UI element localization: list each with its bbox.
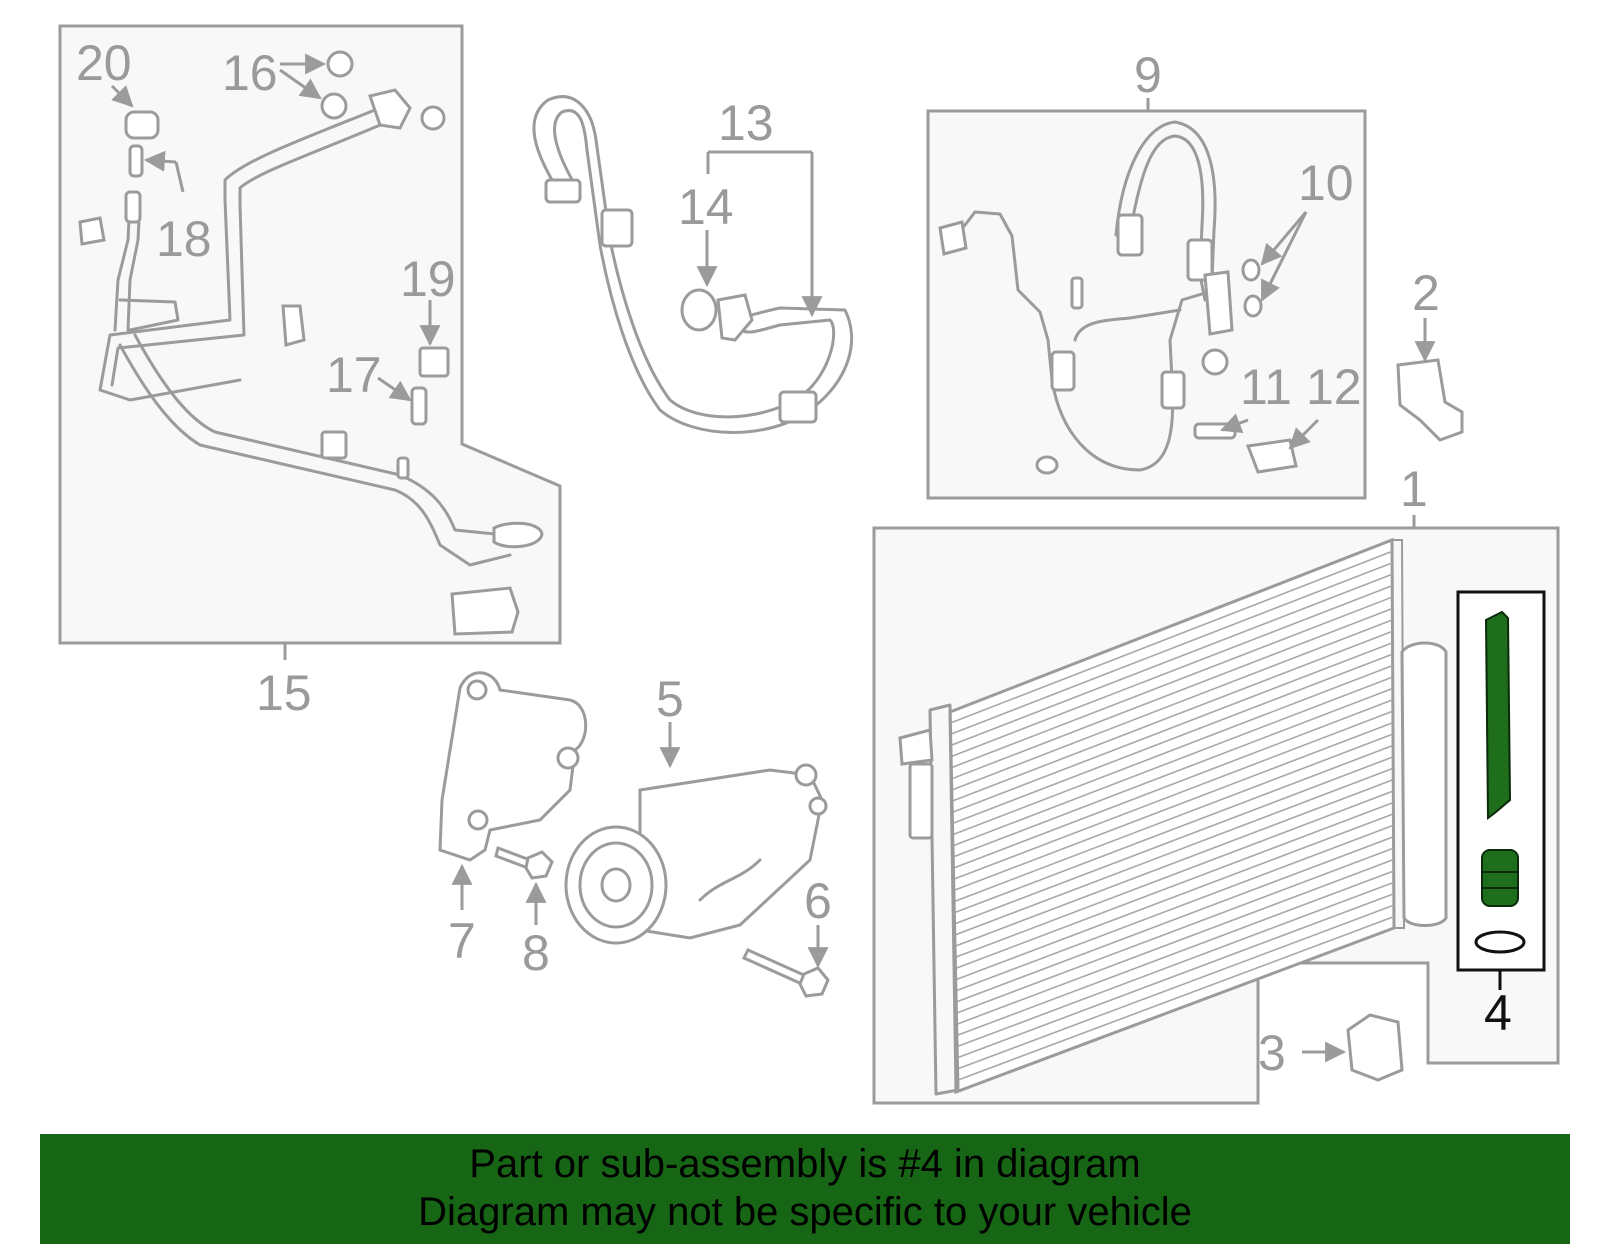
compressor-5-part: [564, 722, 828, 945]
condenser-fin-line: [954, 847, 1394, 1015]
condenser-fin-line: [955, 893, 1395, 1060]
condenser-fin-line: [953, 801, 1394, 970]
info-banner: Part or sub-assembly is #4 in diagram Di…: [40, 1134, 1570, 1244]
condenser-fin-line: [951, 653, 1393, 825]
callout-10: 10: [1298, 155, 1354, 211]
line-assembly-group: [58, 24, 562, 660]
callout-18: 18: [156, 211, 212, 267]
callout-15: 15: [256, 665, 312, 721]
banner-line-1: Part or sub-assembly is #4 in diagram: [469, 1142, 1141, 1186]
callout-1: 1: [1400, 461, 1428, 517]
condenser-fin-line: [955, 881, 1395, 1049]
o-ring-part: [1474, 930, 1526, 954]
callout-19: 19: [400, 251, 456, 307]
condenser-fin-line: [950, 562, 1393, 736]
bolt-8-part: [494, 846, 554, 925]
line-assembly-box: [58, 24, 562, 645]
callout-4: 4: [1484, 985, 1512, 1041]
callout-2: 2: [1412, 265, 1440, 321]
cap-20-part: [124, 110, 160, 140]
o-ring-14-part: [680, 288, 718, 332]
condenser-fin-line: [954, 835, 1394, 1004]
condenser-fin-line: [951, 630, 1393, 803]
callout-8: 8: [522, 925, 550, 981]
condenser-fin-line: [951, 676, 1393, 847]
condenser-fin-line: [951, 641, 1393, 814]
callout-11: 11: [1240, 359, 1292, 415]
filter-plug-part: [1481, 849, 1519, 907]
condenser-fin-line: [950, 619, 1393, 791]
callout-9: 9: [1134, 47, 1162, 103]
condenser-fin-line: [949, 550, 1393, 724]
bracket-3-part: [1346, 1013, 1404, 1082]
callout-20: 20: [76, 35, 132, 91]
condenser-fin-line: [952, 744, 1394, 914]
condenser-fin-line: [952, 699, 1394, 870]
condenser-fins: [949, 550, 1395, 1082]
bolt-6-part: [741, 925, 830, 998]
condenser-fin-line: [953, 778, 1394, 948]
condenser-fin-line: [950, 584, 1393, 758]
callout-5: 5: [656, 671, 684, 727]
desiccant-bag-part: [1484, 610, 1512, 820]
condenser-fin-line: [950, 573, 1393, 747]
callout-16: 16: [222, 45, 278, 101]
banner-line-2: Diagram may not be specific to your vehi…: [418, 1190, 1192, 1234]
condenser-fin-line: [953, 813, 1394, 981]
condenser-fin-line: [952, 710, 1394, 881]
condenser-fin-line: [954, 824, 1394, 993]
suction-hose-group: [532, 95, 853, 434]
condenser-fin-line: [952, 721, 1394, 892]
callout-17: 17: [326, 347, 382, 403]
bracket-2-part: [1396, 318, 1464, 442]
liquid-line-group: [926, 98, 1367, 500]
condenser-fin-line: [953, 756, 1394, 926]
condenser-fin-line: [954, 870, 1394, 1037]
condenser-fin-line: [953, 790, 1394, 959]
compressor-bracket-7-part: [438, 671, 588, 910]
callout-14: 14: [678, 179, 734, 235]
condenser-fin-line: [950, 596, 1393, 769]
condenser-fin-line: [951, 664, 1393, 836]
condenser-fin-line: [950, 607, 1393, 780]
condenser-fin-line: [952, 733, 1394, 903]
condenser-fin-line: [955, 915, 1395, 1082]
condenser-fin-line: [952, 687, 1394, 859]
callout-13: 13: [718, 95, 774, 151]
callout-3: 3: [1258, 1025, 1286, 1081]
callout-12: 12: [1306, 359, 1362, 415]
callout-7: 7: [448, 913, 476, 969]
condenser-fin-line: [953, 767, 1394, 937]
condenser-fin-line: [955, 904, 1395, 1071]
condenser-group: [872, 515, 1560, 1105]
condenser-fin-line: [954, 858, 1394, 1026]
callout-6: 6: [804, 873, 832, 929]
